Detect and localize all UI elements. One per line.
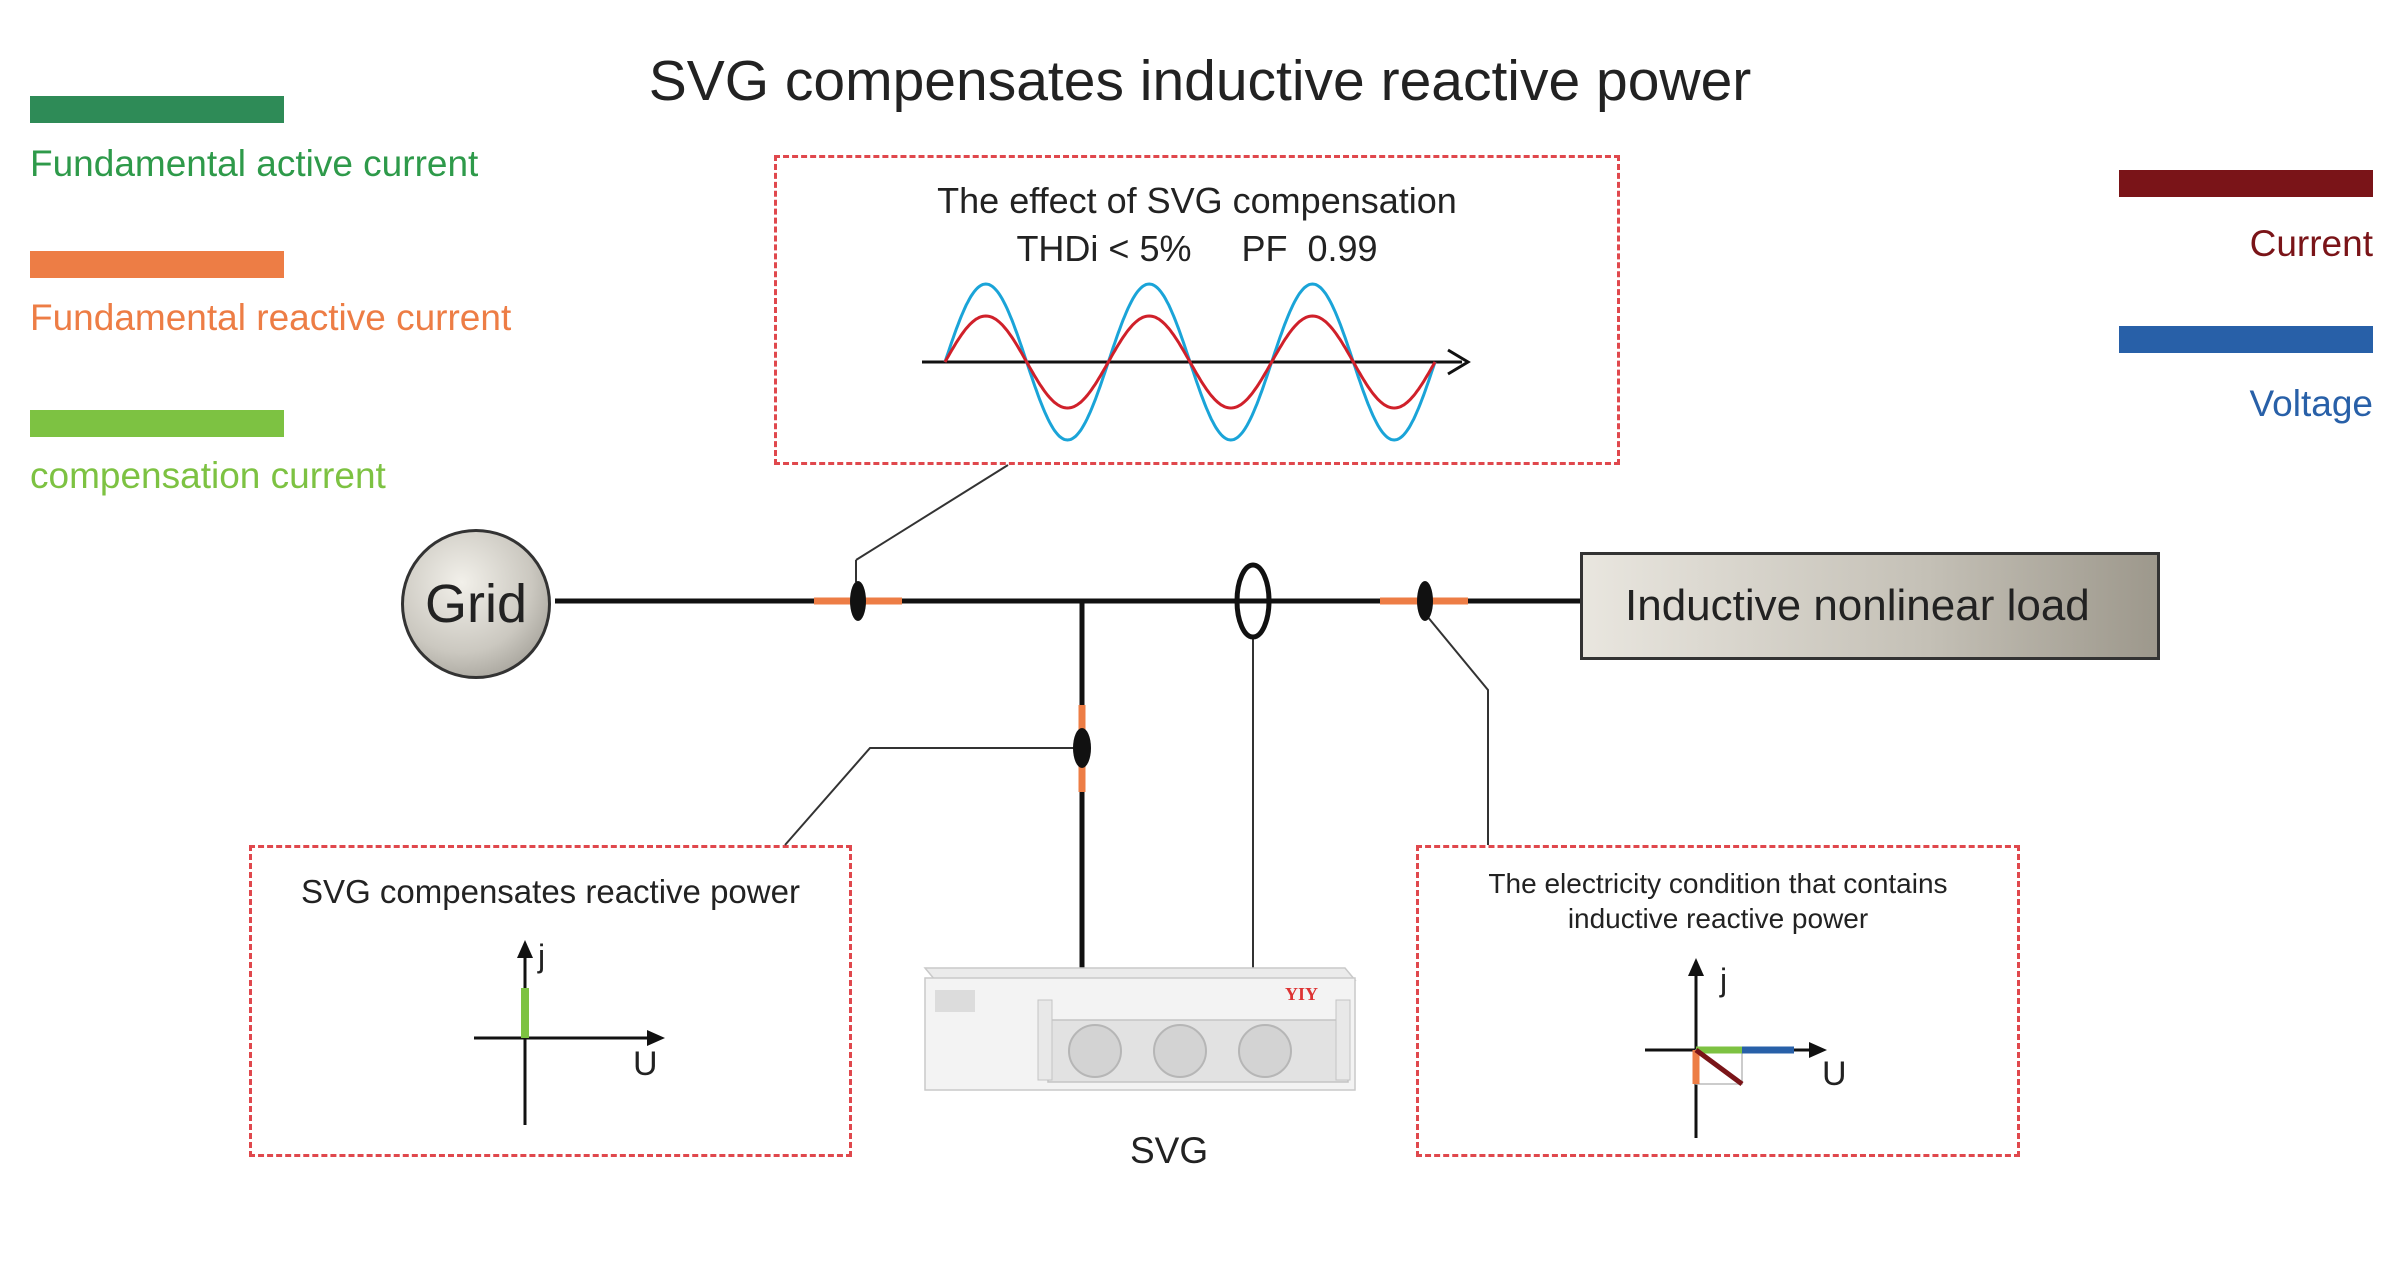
legend-swatch-voltage — [2119, 326, 2373, 353]
legend-swatch-active — [30, 96, 284, 123]
phasor2-j-arrow — [1688, 958, 1704, 976]
legend-label-active: Fundamental active current — [30, 143, 479, 184]
inductive-load: Inductive nonlinear load — [1580, 552, 2160, 660]
phasor2-u-label: U — [1822, 1055, 1847, 1093]
current-waveform — [943, 314, 1437, 410]
phasor1-j-label: j — [538, 938, 546, 974]
legend-label-reactive: Fundamental reactive current — [30, 297, 512, 338]
phasor1-j-arrow — [517, 940, 533, 958]
legend-label-compensation: compensation current — [30, 455, 386, 496]
device-brand-logo: YIY — [1285, 984, 1319, 1004]
phasor2-u-arrow — [1809, 1042, 1827, 1058]
phasor1-u-arrow — [647, 1030, 665, 1046]
svg-callout-line — [784, 747, 1082, 846]
waveform-axis-arrow — [1447, 348, 1471, 376]
load-sensor — [1417, 581, 1433, 621]
legend-swatch-reactive — [30, 251, 284, 278]
svg-compensates-box — [249, 845, 852, 1157]
page-title: SVG compensates inductive reactive power — [648, 49, 1752, 113]
grid-source: Grid — [401, 529, 551, 679]
condition-box — [1416, 845, 2020, 1157]
legend-swatch-current — [2119, 170, 2373, 197]
ct-ring — [1234, 562, 1272, 640]
condition-callout-line — [1421, 609, 1489, 845]
phasor1-u-label: U — [633, 1045, 658, 1083]
phasor2-current-vector — [1694, 1047, 1744, 1087]
legend-swatch-compensation — [30, 410, 284, 437]
device-caption: SVG — [1130, 1130, 1209, 1171]
grid-sensor — [850, 581, 866, 621]
svg-compensates-box-text: SVG compensates reactive power — [301, 873, 800, 910]
svg-device — [923, 967, 1357, 1091]
condition-box-line1: The electricity condition that contains — [1488, 868, 1948, 899]
svg-sensor — [1073, 728, 1091, 768]
effect-box-line1: The effect of SVG compensation — [937, 180, 1457, 221]
effect-callout-line — [855, 464, 1009, 561]
condition-box-line2: inductive reactive power — [1567, 903, 1869, 934]
legend-label-current: Current — [2249, 223, 2373, 264]
effect-box-line2: THDi < 5% PF 0.99 — [1016, 228, 1378, 269]
phasor2-j-label: j — [1720, 962, 1728, 998]
effect-box — [774, 155, 1620, 465]
legend-label-voltage: Voltage — [2249, 383, 2373, 424]
